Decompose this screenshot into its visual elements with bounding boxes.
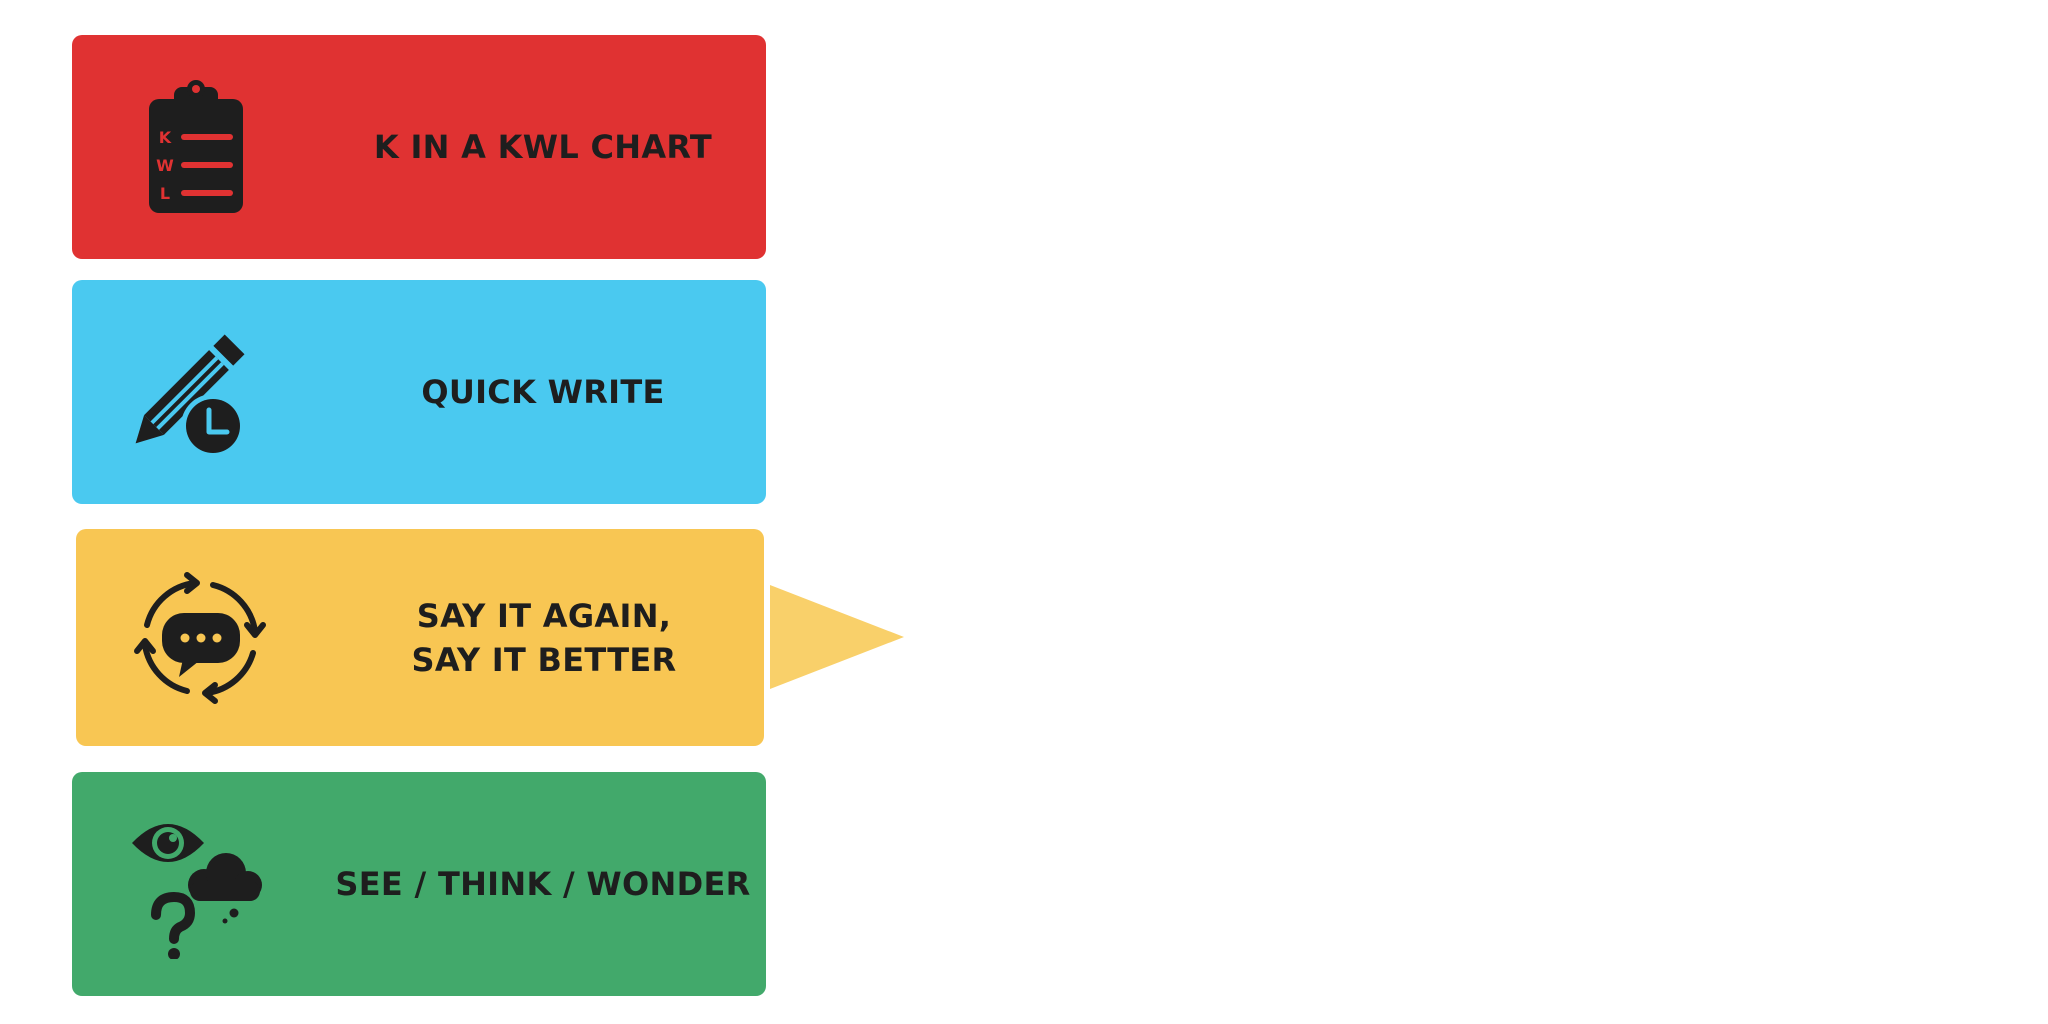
pencil-clock-icon [135, 334, 245, 458]
card-label: SEE / THINK / WONDER [335, 865, 751, 903]
icon-column [76, 529, 324, 746]
card-label: K IN A KWL CHART [373, 128, 713, 166]
eye-cloud-question-icon [132, 824, 262, 959]
speech-cycle-icon [134, 571, 266, 704]
card-kwl-chart: K W L K IN A KWL CHART [72, 35, 766, 259]
card-label: QUICK WRITE [421, 373, 665, 411]
card-say-it-again: SAY IT AGAIN, SAY IT BETTER [76, 529, 764, 746]
card-label: SAY IT AGAIN, SAY IT BETTER [411, 596, 677, 679]
icon-column [72, 280, 320, 504]
clipboard-kwl-icon: K W L [149, 80, 243, 213]
pointer-arrow [770, 585, 904, 689]
card-see-think-wonder: SEE / THINK / WONDER [72, 772, 766, 996]
icon-column: K W L [72, 35, 320, 259]
icon-letter: W [156, 156, 174, 175]
icon-letter: L [160, 184, 170, 203]
icon-column [72, 772, 320, 996]
card-quick-write: QUICK WRITE [72, 280, 766, 504]
icon-letter: K [159, 128, 172, 147]
